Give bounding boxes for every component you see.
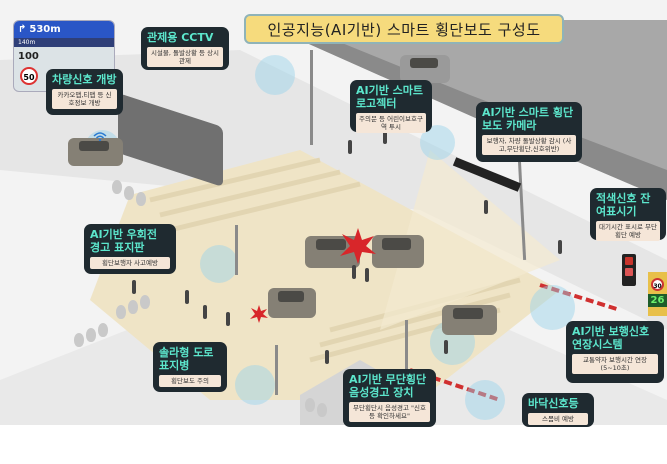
pedestrian: [226, 312, 230, 326]
tree: [140, 295, 150, 309]
callout-jaywalk-voice: AI기반 무단횡단 음성경고 장치 무단횡단시 음성경고 "신호등 확인하세요": [343, 369, 436, 427]
nav-sub-distance: 140m: [18, 39, 36, 46]
tree: [124, 186, 134, 200]
callout-pedestrian-extension: AI기반 보행신호 연장시스템 교통약자 보행시간 연장 (5~10초): [566, 321, 664, 383]
tree: [305, 398, 315, 412]
callout-title: 솔라형 도로표지병: [159, 346, 214, 372]
nav-speed-limit: 50: [20, 67, 38, 85]
pedestrian: [132, 280, 136, 294]
callout-subtitle: 시설물, 돌발상황 등 상시 관제: [147, 47, 223, 67]
pedestrian: [558, 240, 562, 254]
callout-title: AI기반 스마트 횡단보도 카메라: [482, 106, 574, 132]
tree: [116, 305, 126, 319]
car-pedestrian-hit: [268, 288, 316, 318]
callout-subtitle: 대기시간 표시로 무단횡단 예방: [596, 221, 660, 241]
car-collision-right: [372, 235, 424, 268]
pedestrian: [185, 290, 189, 304]
pedestrian: [348, 140, 352, 154]
pedestrian: [365, 268, 369, 282]
car-connected: [68, 138, 123, 166]
callout-subtitle: 횡단보행자 사고예방: [90, 257, 170, 269]
tree: [128, 300, 138, 314]
callout-title: AI기반 보행신호 연장시스템: [572, 325, 650, 351]
speed-current-value: 26: [648, 294, 667, 307]
speed-display-sign: 30 26: [648, 272, 667, 316]
callout-vehicle-signal: 차량신호 개방 카카오맵,티맵 등 신호정보 개방: [46, 69, 123, 115]
callout-subtitle: 횡단보도 주의: [159, 375, 221, 387]
illustration-scene: 30 26 ↱ 530m 140m 100 50: [0, 0, 667, 425]
nav-distance: 530m: [29, 24, 61, 35]
speed-limit-value: 30: [651, 278, 664, 291]
callout-red-signal-timer: 적색신호 잔여표시기 대기시간 표시로 무단횡단 예방: [590, 188, 666, 241]
floor-signal-glow: [465, 380, 505, 420]
pedestrian: [383, 130, 387, 144]
car-lower-right: [442, 305, 497, 335]
callout-subtitle: 카카오맵,티맵 등 신호정보 개방: [52, 89, 117, 109]
signal-pole-bottom: [275, 345, 278, 395]
callout-subtitle: 스몸비 예방: [528, 413, 588, 425]
signal-pole-left: [235, 225, 238, 275]
pedestrian: [352, 265, 356, 279]
tree: [136, 192, 146, 206]
callout-title: 관제용 CCTV: [147, 31, 214, 44]
cctv-pole: [310, 50, 313, 145]
tree: [98, 323, 108, 337]
callout-cctv: 관제용 CCTV 시설물, 돌발상황 등 상시 관제: [141, 27, 229, 70]
callout-subtitle: 무단횡단시 음성경고 "신호등 확인하세요": [349, 402, 430, 422]
tree: [74, 333, 84, 347]
collision-burst-icon: [340, 228, 376, 264]
callout-title: 적색신호 잔여표시기: [596, 192, 651, 218]
warning-sign-glow: [200, 245, 238, 283]
callout-title: AI기반 스마트 로고젝터: [356, 84, 424, 110]
callout-logo-projector: AI기반 스마트 로고젝터 주의문 등 어린이보호구역 투시: [350, 80, 432, 133]
pedestrian: [203, 305, 207, 319]
pedestrian-accident-icon: [250, 305, 268, 323]
callout-crosswalk-camera: AI기반 스마트 횡단보도 카메라 보행자, 차량 돌발상황 감시 (사고,무단…: [476, 102, 582, 162]
callout-solar-road-sign: 솔라형 도로표지병 횡단보도 주의: [153, 342, 227, 392]
nav-header: ↱ 530m: [14, 21, 114, 38]
pedestrian: [484, 200, 488, 214]
signal-pole-right: [405, 320, 408, 370]
cctv-glow: [255, 55, 295, 95]
callout-subtitle: 주의문 등 어린이보호구역 투시: [356, 113, 426, 133]
callout-title: 바닥신호등: [528, 397, 579, 410]
pedestrian: [325, 350, 329, 364]
tree: [86, 328, 96, 342]
callout-title: AI기반 무단횡단 음성경고 장치: [349, 373, 427, 399]
callout-subtitle: 교통약자 보행시간 연장 (5~10초): [572, 354, 658, 374]
road-stud-glow: [235, 365, 275, 405]
callout-subtitle: 보행자, 차량 돌발상황 감시 (사고,무단횡단,신호위반): [482, 135, 576, 155]
tree: [112, 180, 122, 194]
nav-subbar: 140m: [14, 38, 114, 47]
car-parked: [400, 55, 450, 83]
callout-floor-signal: 바닥신호등 스몸비 예방: [522, 393, 594, 427]
callout-title: AI기반 우회전 경고 표지판: [90, 228, 158, 254]
diagram-title: 인공지능(AI기반) 스마트 횡단보도 구성도: [244, 14, 564, 44]
callout-title: 차량신호 개방: [52, 73, 117, 86]
pedestrian-signal-light: [622, 254, 636, 286]
turn-arrow-icon: ↱: [18, 24, 27, 35]
wifi-icon: [93, 132, 107, 142]
nav-current-speed: 100: [18, 51, 39, 62]
callout-right-turn-sign: AI기반 우회전 경고 표지판 횡단보행자 사고예방: [84, 224, 176, 274]
pedestrian: [444, 340, 448, 354]
tree: [317, 403, 327, 417]
